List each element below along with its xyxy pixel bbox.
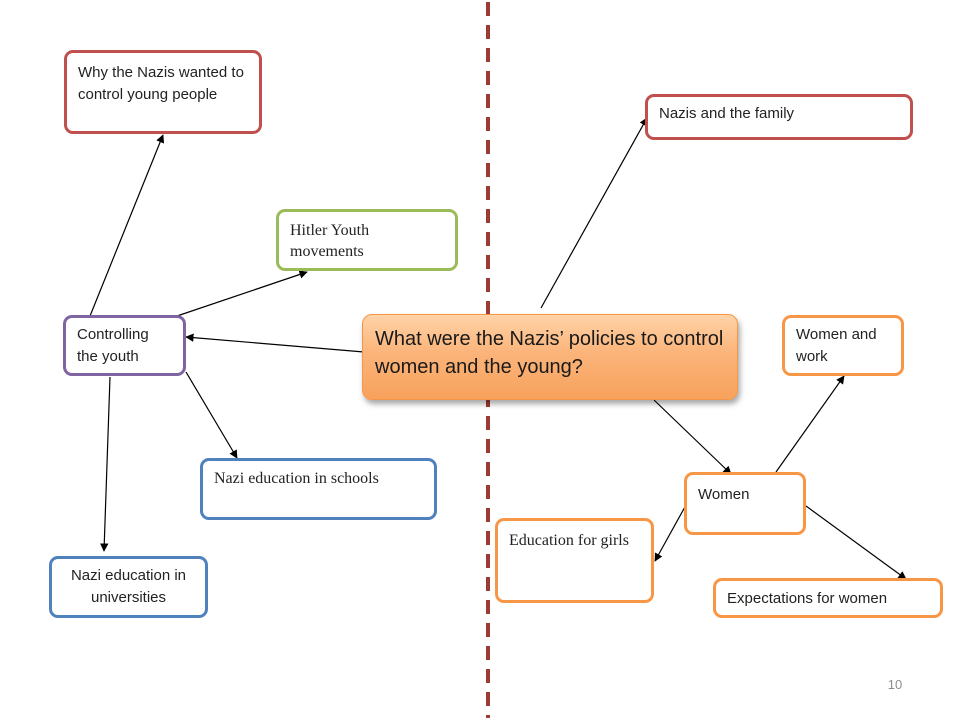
topic-expectations-label: Expectations for women (727, 590, 888, 607)
topic-hitler-youth: Hitler Youth movements (276, 209, 458, 271)
topic-girls-education: Education for girls (495, 518, 654, 603)
topic-women-work: Women and work (782, 315, 904, 376)
arrow-controlling-youth-to-universities (100, 376, 111, 552)
arrow-controlling-youth-to-schools (185, 371, 238, 459)
page-number: 10 (887, 677, 903, 692)
topic-why-control: Why the Nazis wanted to control young pe… (64, 50, 262, 134)
topic-women-label: Women (698, 486, 750, 503)
topic-family: Nazis and the family (645, 94, 913, 140)
topic-controlling-youth-label: Controlling the youth (77, 326, 149, 365)
topic-expectations: Expectations for women (713, 578, 943, 618)
topic-why-control-label: Why the Nazis wanted to control young pe… (78, 64, 244, 103)
topic-hitler-youth-label: Hitler Youth movements (290, 222, 370, 260)
topic-education-universities-label: Nazi education in universities (70, 567, 187, 606)
topic-controlling-youth: Controlling the youth (63, 315, 186, 376)
topic-girls-education-label: Education for girls (509, 532, 629, 549)
topic-education-universities: Nazi education in universities (49, 556, 208, 618)
topic-education-schools-label: Nazi education in schools (214, 470, 379, 487)
central-question-text: What were the Nazis’ policies to control… (375, 328, 724, 378)
arrow-women-to-girls-education (654, 504, 687, 562)
arrow-question-to-controlling-youth (185, 333, 365, 353)
arrow-controlling-youth-to-why (89, 134, 165, 317)
topic-women-work-label: Women and work (796, 326, 877, 365)
arrow-women-to-work (775, 375, 845, 473)
central-question-box: What were the Nazis’ policies to control… (362, 314, 738, 400)
topic-education-schools: Nazi education in schools (200, 458, 437, 520)
arrow-question-to-family (540, 117, 648, 309)
arrow-controlling-youth-to-hitler-youth (176, 270, 308, 317)
topic-family-label: Nazis and the family (659, 105, 795, 122)
topic-women: Women (684, 472, 806, 535)
arrow-question-to-women (653, 399, 732, 475)
arrow-women-to-expectations (805, 505, 907, 580)
